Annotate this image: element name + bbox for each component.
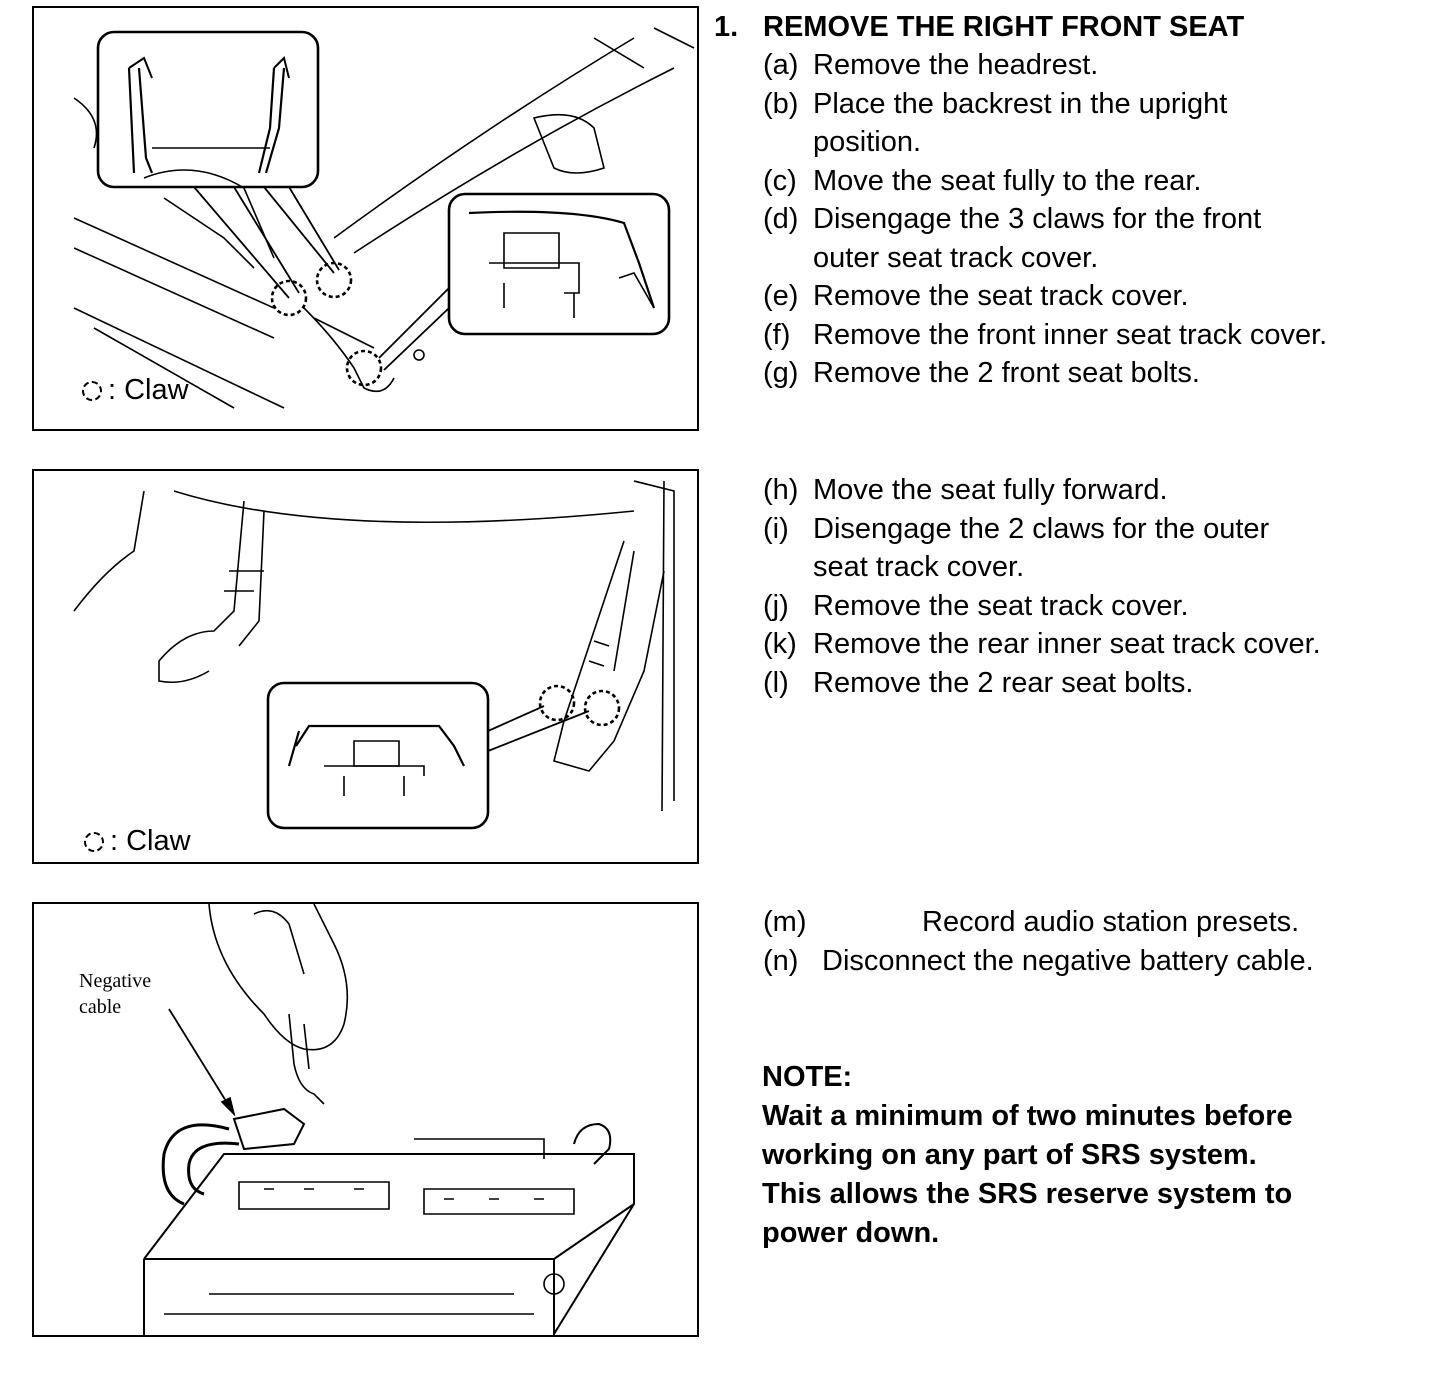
step-a: (a)Remove the headrest. xyxy=(763,49,1099,81)
note-line: Wait a minimum of two minutes before xyxy=(762,1100,1293,1132)
figure-rear-seat-claws: : Claw xyxy=(32,469,699,864)
note-line: working on any part of SRS system. xyxy=(762,1139,1257,1171)
step-c: (c)Move the seat fully to the rear. xyxy=(763,164,1202,197)
step-j: (j)Remove the seat track cover. xyxy=(763,589,1189,622)
steps-battery: (m)Record audio station presets. (n)Disc… xyxy=(763,903,1443,980)
negative-cable-label: Negative cable xyxy=(79,970,152,1018)
claw-symbol-icon xyxy=(84,831,104,852)
step-g: (g)Remove the 2 front seat bolts. xyxy=(763,357,1200,389)
claw-legend-label: : Claw xyxy=(108,374,189,406)
step-e: (e)Remove the seat track cover. xyxy=(763,280,1189,312)
figure-front-seat-claws: : Claw xyxy=(32,6,699,431)
rear-seat-illustration xyxy=(73,480,675,830)
section-heading: 1. REMOVE THE RIGHT FRONT SEAT xyxy=(714,8,1434,47)
srs-note: NOTE: Wait a minimum of two minutes befo… xyxy=(762,1058,1432,1253)
steps-rear: (h)Move the seat fully forward. (i)Disen… xyxy=(763,471,1443,702)
claw-legend-label: : Claw xyxy=(110,825,191,857)
section-number: 1. xyxy=(714,11,739,43)
claw-legend: : Claw xyxy=(82,374,189,407)
battery-illustration xyxy=(143,904,635,1335)
steps-front: (a)Remove the headrest. (b)Place the bac… xyxy=(763,46,1443,393)
step-h: (h)Move the seat fully forward. xyxy=(763,474,1168,506)
note-line: This allows the SRS reserve system to xyxy=(762,1178,1293,1210)
step-m: (m)Record audio station presets. xyxy=(763,906,1300,938)
step-f: (f)Remove the front inner seat track cov… xyxy=(763,318,1328,351)
claw-symbol-icon xyxy=(82,380,102,401)
note-heading: NOTE: xyxy=(762,1061,853,1093)
note-line: power down. xyxy=(762,1217,940,1249)
section-title: REMOVE THE RIGHT FRONT SEAT xyxy=(763,11,1245,43)
front-seat-illustration xyxy=(73,27,695,409)
step-k: (k)Remove the rear inner seat track cove… xyxy=(763,628,1321,660)
step-n: (n)Disconnect the negative battery cable… xyxy=(763,944,1314,977)
figure-battery-cable: Negative cable xyxy=(32,902,699,1337)
claw-legend: : Claw xyxy=(84,825,191,858)
step-l: (l)Remove the 2 rear seat bolts. xyxy=(763,666,1194,699)
